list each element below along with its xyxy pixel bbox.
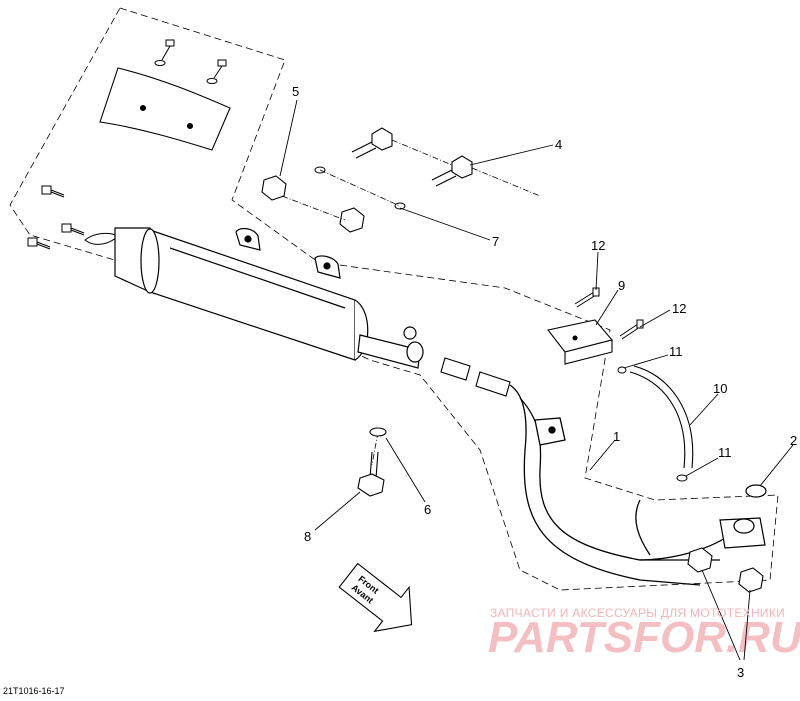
drain-hose-10 bbox=[629, 365, 694, 469]
exhaust-gasket-icon bbox=[745, 484, 767, 498]
washer-6-icon bbox=[369, 427, 387, 437]
assembly-guide-lines bbox=[281, 139, 541, 466]
exhaust-flange bbox=[719, 517, 766, 549]
front-direction-arrow-icon: Front Avant bbox=[338, 562, 413, 633]
nut-5-lower-icon bbox=[339, 207, 365, 233]
callout-5: 5 bbox=[292, 84, 299, 99]
header-pipe bbox=[509, 384, 731, 586]
callout-10: 10 bbox=[713, 381, 727, 396]
callout-6: 6 bbox=[424, 502, 431, 517]
bolt-4-upper-icon bbox=[351, 127, 393, 159]
callout-12-lower: 12 bbox=[672, 301, 686, 316]
callout-2: 2 bbox=[790, 433, 797, 448]
callout-3: 3 bbox=[737, 665, 744, 680]
callout-12-upper: 12 bbox=[591, 238, 605, 253]
callout-8: 8 bbox=[304, 529, 311, 544]
spark-arrestor-icon bbox=[84, 232, 119, 245]
callout-9: 9 bbox=[618, 278, 625, 293]
screw-12-upper-icon bbox=[574, 287, 600, 308]
bolt-left-1-icon bbox=[41, 185, 65, 198]
callout-1: 1 bbox=[613, 429, 620, 444]
clamp-11-upper-icon bbox=[617, 366, 627, 374]
clamp-11-lower-icon bbox=[676, 474, 688, 482]
figure-code: 21T1016-16-17 bbox=[3, 686, 65, 696]
callout-11-lower: 11 bbox=[718, 445, 732, 460]
watermark-subtitle: ЗАПЧАСТИ И АКСЕССУАРЫ ДЛЯ МОТОТЕХНИКИ bbox=[490, 606, 786, 620]
nut-5-upper-icon bbox=[261, 175, 287, 201]
callout-leaders bbox=[279, 99, 794, 661]
washer-7-lower-icon bbox=[394, 202, 406, 210]
callout-11-upper: 11 bbox=[669, 344, 683, 359]
bolt-4-lower-icon bbox=[431, 155, 473, 187]
callout-4: 4 bbox=[555, 137, 562, 152]
bolt-left-3-icon bbox=[27, 237, 51, 250]
shield-screw-top-right-icon bbox=[206, 59, 227, 84]
flange-nut-2-icon bbox=[738, 567, 764, 593]
callout-7: 7 bbox=[492, 234, 499, 249]
connector-sleeves bbox=[440, 357, 511, 397]
bolt-left-2-icon bbox=[61, 223, 85, 236]
muffler bbox=[114, 227, 424, 369]
heat-shield bbox=[99, 67, 231, 151]
screw-12-lower-icon bbox=[619, 319, 644, 340]
shield-screw-top-left-icon bbox=[154, 39, 175, 66]
flange-nut-1-icon bbox=[687, 547, 713, 573]
watermark-brand: PARTSFOR.RU bbox=[488, 613, 800, 662]
bracket-9 bbox=[547, 319, 613, 365]
bolt-8-icon bbox=[357, 451, 385, 497]
